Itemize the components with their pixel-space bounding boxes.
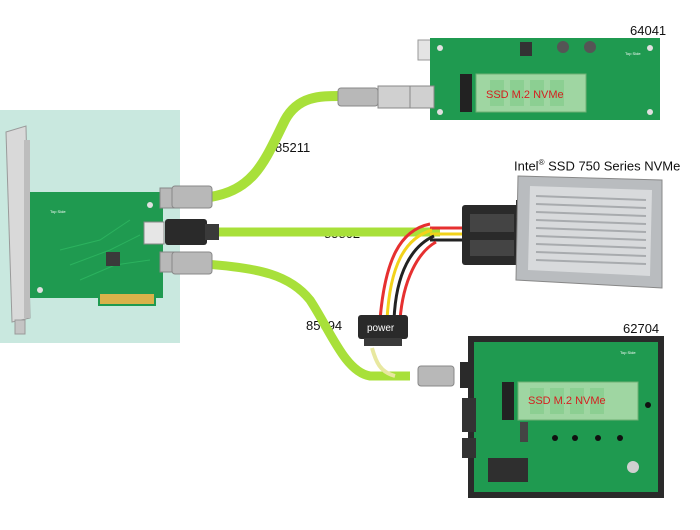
power-wires [378,222,462,321]
label-62704: 62704 [623,321,660,336]
adapter-62704-top-side: Top Side [620,350,636,355]
label-64041: 64041 [630,23,667,38]
adapter-64041: SSD M.2 NVMe Top Side [409,38,660,120]
pcie-card-pcb: Top Side [30,192,163,306]
intel-brand: Intel [514,158,539,174]
plug-85211-left [171,185,213,209]
registered-mark: ® [538,158,545,167]
intel-ssd-750 [515,175,663,289]
adapter-64041-ssd-label: SSD M.2 NVMe [486,89,564,101]
cable-85694 [204,259,410,381]
adapter-62704-ssd-label: SSD M.2 NVMe [528,395,606,407]
ssd-model-text: SSD 750 Series NVMe [544,158,681,174]
label-intel-ssd: Intel® SSD 750 Series NVMe [514,158,680,173]
plug-85694-left [171,251,213,275]
cable-85694-power-lead [370,347,396,378]
adapter-64041-top-side: Top Side [625,51,641,56]
u2-connector [462,200,530,265]
plug-85802-left [165,219,219,245]
power-label: power [367,323,395,334]
label-85211: 85211 [275,140,311,155]
sata-power-connector: power [358,315,408,346]
plug-85211-right [337,85,411,109]
card-top-side-text: Top Side [50,209,66,214]
pcie-bracket [5,125,31,335]
card-port-2 [143,221,165,245]
cable-85211 [205,91,345,202]
adapter-62704: SSD M.2 NVMe Top Side [462,336,664,498]
